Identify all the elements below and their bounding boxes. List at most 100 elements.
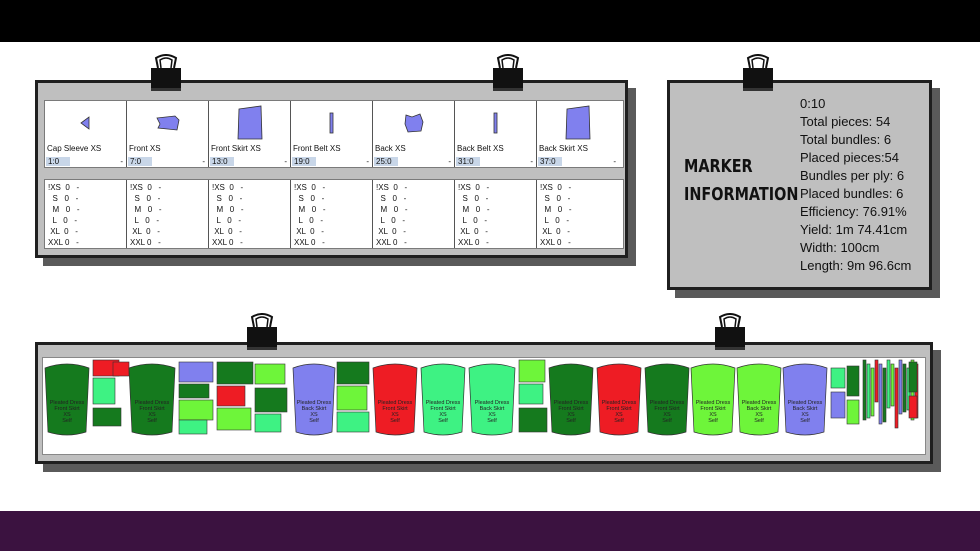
- marker-piece: [908, 361, 918, 393]
- piece-dash: -: [366, 157, 369, 166]
- marker-piece-label: Self: [487, 418, 497, 424]
- marker-piece-label: XS: [755, 412, 763, 418]
- marker-piece: [468, 363, 516, 436]
- marker-piece: [886, 359, 891, 409]
- marker-piece-label: Pleated Dress: [426, 400, 461, 406]
- size-line: !XS 0 -: [540, 183, 572, 192]
- size-cell: !XS 0 - S 0 - M 0 - L 0 - XL 0 -XXL 0 -: [127, 180, 209, 248]
- marker-piece-label: Pleated Dress: [378, 400, 413, 406]
- marker-piece: [178, 399, 214, 421]
- marker-piece: [846, 365, 860, 397]
- marker-piece-label: Back Skirt: [747, 406, 772, 412]
- marker-piece-label: XS: [488, 412, 496, 418]
- size-line: S 0 -: [48, 194, 79, 203]
- info-title-line2: INFORMATION: [684, 184, 799, 205]
- size-line: L 0 -: [376, 216, 406, 225]
- marker-piece-label: Self: [708, 418, 718, 424]
- size-line: XL 0 -: [376, 227, 406, 236]
- piece-dash: -: [120, 157, 123, 166]
- marker-piece: [596, 363, 642, 436]
- piece-count: 31:0: [456, 157, 480, 166]
- binder-clip-icon: [712, 313, 748, 353]
- marker-piece-label: Pleated Dress: [788, 400, 823, 406]
- marker-piece-label: Pleated Dress: [50, 400, 85, 406]
- piece-shape-icon: [373, 105, 454, 141]
- marker-piece-label: XS: [663, 412, 671, 418]
- marker-piece: [782, 363, 828, 436]
- size-line: !XS 0 -: [458, 183, 490, 192]
- marker-piece: [518, 359, 546, 383]
- marker-piece-label: Pleated Dress: [742, 400, 777, 406]
- marker-piece: [44, 363, 90, 436]
- marker-piece-label: Front Skirt: [700, 406, 726, 412]
- marker-piece: [254, 363, 286, 385]
- marker-piece-label: XS: [310, 412, 318, 418]
- marker-piece-label: XS: [148, 412, 156, 418]
- size-line: !XS 0 -: [376, 183, 408, 192]
- marker-piece: [112, 361, 130, 377]
- size-line: XXL 0 -: [130, 238, 161, 247]
- marker-piece: [216, 361, 254, 385]
- marker-piece: [902, 363, 907, 413]
- marker-piece-label: Self: [800, 418, 810, 424]
- marker-piece: [846, 399, 860, 425]
- top-bar: [0, 0, 980, 42]
- marker-piece: [336, 385, 368, 411]
- piece-shape-icon: [127, 105, 208, 141]
- bottom-bar: [0, 511, 980, 551]
- size-line: S 0 -: [294, 194, 325, 203]
- size-line: S 0 -: [130, 194, 161, 203]
- info-line: Efficiency: 76.91%: [800, 204, 907, 219]
- marker-piece: [830, 391, 846, 419]
- marker-piece: [878, 363, 883, 425]
- marker-piece-label: XS: [801, 412, 809, 418]
- size-line: XXL 0 -: [48, 238, 79, 247]
- marker-piece-label: Front Skirt: [558, 406, 584, 412]
- marker-piece-label: Self: [662, 418, 672, 424]
- marker-piece: [866, 363, 871, 419]
- marker-piece: [420, 363, 466, 436]
- size-line: L 0 -: [294, 216, 324, 225]
- marker-piece: [830, 367, 846, 389]
- piece-shape-icon: [537, 105, 619, 141]
- marker-piece-label: Back Skirt: [793, 406, 818, 412]
- size-line: L 0 -: [540, 216, 570, 225]
- marker-piece-label: Pleated Dress: [696, 400, 731, 406]
- size-line: !XS 0 -: [294, 183, 326, 192]
- size-line: M 0 -: [130, 205, 162, 214]
- piece-name: Front XS: [129, 144, 161, 153]
- marker-piece: [178, 361, 214, 383]
- marker-piece: [736, 363, 782, 436]
- size-line: XXL 0 -: [458, 238, 489, 247]
- size-line: S 0 -: [458, 194, 489, 203]
- size-line: XL 0 -: [458, 227, 488, 236]
- marker-piece: [518, 383, 544, 405]
- marker-piece-label: XS: [391, 412, 399, 418]
- size-line: !XS 0 -: [212, 183, 244, 192]
- piece-dash: -: [202, 157, 205, 166]
- size-line: S 0 -: [540, 194, 571, 203]
- marker-piece: [178, 419, 208, 435]
- marker-piece: [128, 363, 176, 436]
- marker-piece-label: XS: [709, 412, 717, 418]
- size-line: XL 0 -: [294, 227, 324, 236]
- binder-clip-icon: [148, 54, 184, 94]
- marker-piece: [92, 377, 116, 405]
- piece-count: 13:0: [210, 157, 234, 166]
- piece-count: 19:0: [292, 157, 316, 166]
- marker-piece: [548, 363, 594, 436]
- size-line: L 0 -: [48, 216, 78, 225]
- marker-piece: [690, 363, 736, 436]
- marker-piece-label: Front Skirt: [430, 406, 456, 412]
